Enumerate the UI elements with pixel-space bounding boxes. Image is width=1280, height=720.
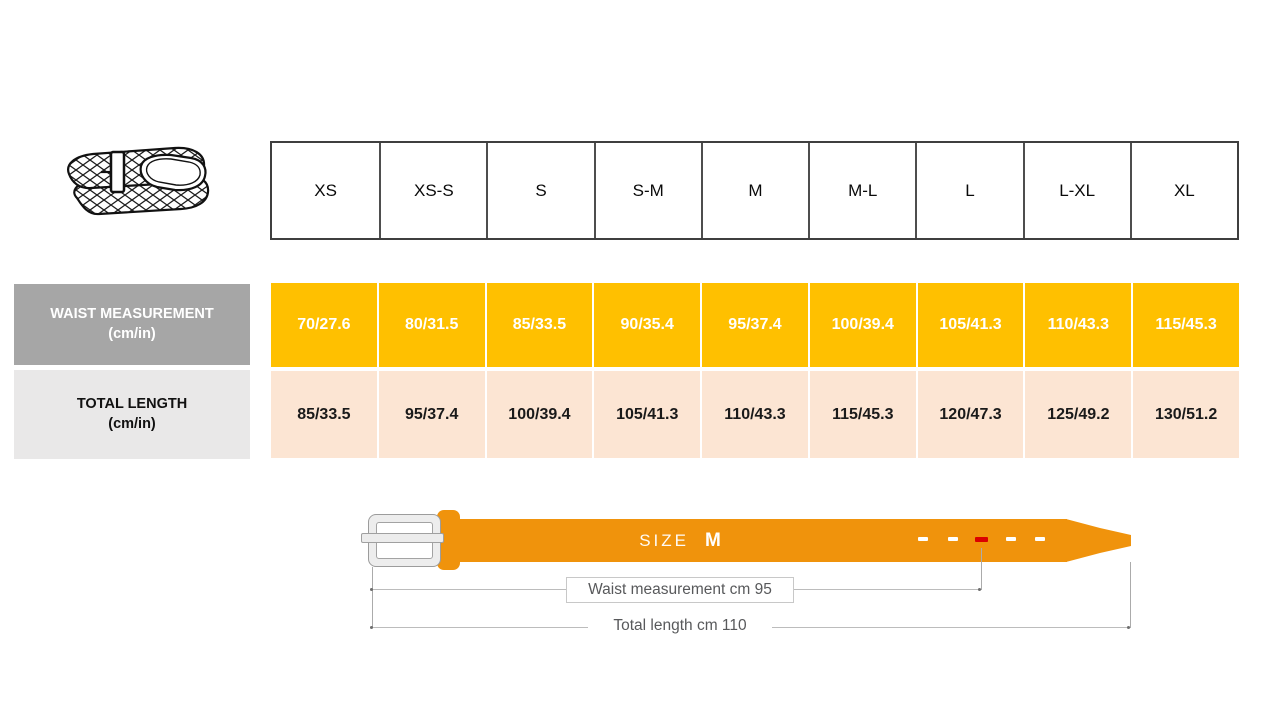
length-value-cell: 130/51.2: [1133, 371, 1239, 458]
belt-keeper: [437, 510, 460, 570]
total-length-values: 85/33.5 95/37.4 100/39.4 105/41.3 110/43…: [271, 371, 1239, 458]
line-end-dot: [370, 626, 373, 629]
waist-measurement-values: 70/27.6 80/31.5 85/33.5 90/35.4 95/37.4 …: [271, 283, 1239, 367]
size-header-cell: S-M: [593, 143, 701, 238]
size-header-cell: XL: [1129, 143, 1237, 238]
belt-buckle-prong: [361, 533, 444, 543]
size-header-cell: M: [700, 143, 808, 238]
length-value-cell: 110/43.3: [702, 371, 808, 458]
belt-size-text: SIZE M: [560, 519, 800, 562]
size-header-cell: S: [486, 143, 593, 238]
waist-measurement-row-label: WAIST MEASUREMENT (cm/in): [14, 284, 250, 365]
size-value: M: [704, 529, 721, 551]
size-header-cell: XS-S: [379, 143, 486, 238]
total-length-row-label: TOTAL LENGTH (cm/in): [14, 370, 250, 459]
length-value-cell: 115/45.3: [809, 371, 916, 458]
waist-value-cell: 85/33.5: [486, 283, 593, 367]
guide-line-tip: [1130, 562, 1131, 628]
waist-annotation: Waist measurement cm 95: [566, 577, 794, 603]
line-end-dot: [370, 588, 373, 591]
waist-value-cell: 100/39.4: [809, 283, 916, 367]
length-value-cell: 120/47.3: [917, 371, 1024, 458]
length-value-cell: 105/41.3: [594, 371, 701, 458]
total-length-annotation: Total length cm 110: [588, 615, 772, 637]
length-value-cell: 95/37.4: [378, 371, 485, 458]
size-header-cell: XS: [314, 180, 337, 200]
belt-hole: [1006, 537, 1016, 541]
belt-tip: [1066, 519, 1131, 562]
braided-belt-icon: [55, 140, 215, 244]
size-label: SIZE: [639, 530, 689, 550]
guide-line-hole: [981, 548, 982, 590]
belt-strap: [457, 519, 1067, 562]
length-value-cell: 100/39.4: [486, 371, 593, 458]
belt-hole: [948, 537, 958, 541]
waist-value-cell: 110/43.3: [1025, 283, 1132, 367]
line-end-dot: [978, 588, 981, 591]
length-value-cell: 85/33.5: [271, 371, 377, 458]
row-label-unit: (cm/in): [108, 415, 156, 432]
length-value-cell: 125/49.2: [1025, 371, 1132, 458]
waist-value-cell: 95/37.4: [702, 283, 808, 367]
waist-value-cell: 115/45.3: [1133, 283, 1239, 367]
waist-value-cell: 70/27.6: [271, 283, 377, 367]
belt-hole: [1035, 537, 1045, 541]
waist-value-cell: 90/35.4: [594, 283, 701, 367]
line-end-dot: [1127, 626, 1130, 629]
guide-line-buckle: [372, 567, 373, 628]
belt-hole: [918, 537, 928, 541]
row-label-text: WAIST MEASUREMENT: [50, 305, 214, 322]
size-header-cell: L-XL: [1022, 143, 1130, 238]
waist-value-cell: 105/41.3: [917, 283, 1024, 367]
row-label-unit: (cm/in): [108, 325, 156, 342]
size-header-cell: M-L: [808, 143, 915, 238]
size-header-cell: L: [915, 143, 1022, 238]
row-label-text: TOTAL LENGTH: [76, 395, 188, 412]
size-header-table: XS XS-S S S-M M M-L L L-XL XL: [270, 141, 1239, 240]
waist-value-cell: 80/31.5: [378, 283, 485, 367]
belt-hole-marked: [975, 537, 988, 542]
